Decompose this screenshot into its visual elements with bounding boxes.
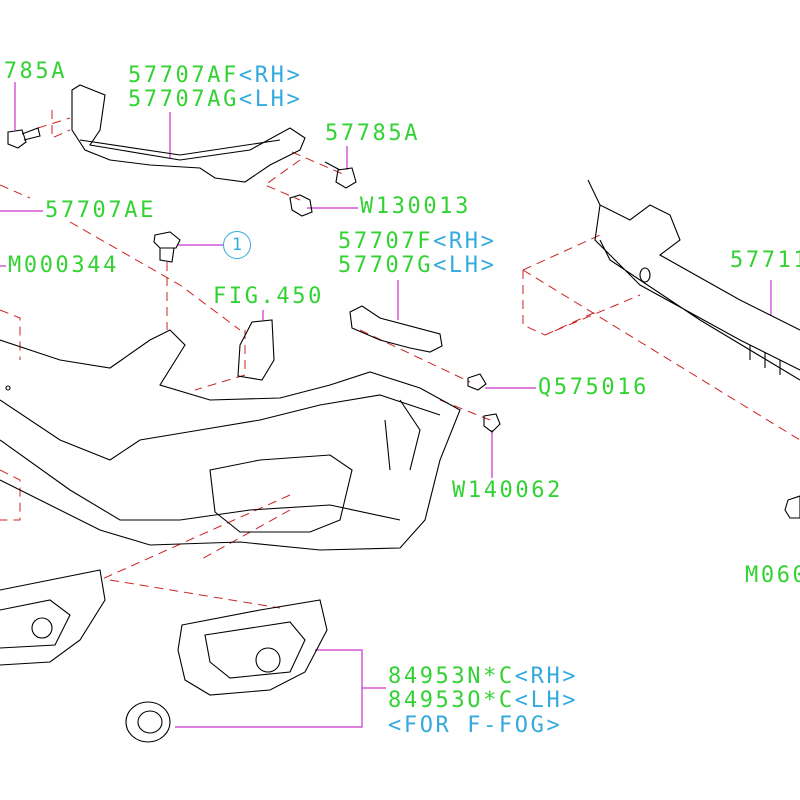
part-outlines bbox=[0, 84, 800, 743]
side-note: <LH> bbox=[238, 87, 303, 112]
leader-lines bbox=[0, 82, 772, 728]
label-bracket-upper-lh: 57707AG<LH> bbox=[128, 88, 302, 112]
side-note: <LH> bbox=[514, 688, 579, 713]
side-note: <RH> bbox=[514, 664, 579, 689]
part-number: 57707G bbox=[338, 253, 434, 278]
label-clip-m000344: M000344 bbox=[8, 253, 119, 278]
side-note: <RH> bbox=[238, 63, 303, 88]
label-clip-w130013: W130013 bbox=[360, 194, 471, 219]
phantom-lines bbox=[0, 110, 800, 609]
part-number: 84953O*C bbox=[388, 688, 515, 713]
side-note: <RH> bbox=[433, 229, 497, 254]
label-fog-note: <FOR F-FOG> bbox=[388, 713, 563, 738]
part-number: 84953N*C bbox=[388, 664, 515, 689]
part-number: 57707AG bbox=[128, 87, 239, 112]
label-clip-w140062: W140062 bbox=[452, 478, 563, 503]
label-bolt-57785a-right: 57785A bbox=[325, 121, 421, 146]
label-bracket-upper-rh: 57707AF<RH> bbox=[128, 64, 302, 88]
label-fig-450[interactable]: FIG.450 bbox=[213, 284, 324, 309]
label-fog-cover-lh: 84953O*C<LH> bbox=[388, 689, 578, 713]
label-bracket-57707ae: 57707AE bbox=[45, 198, 156, 223]
label-beam-57711: 57711 bbox=[730, 248, 800, 273]
callout-1: 1 bbox=[223, 231, 251, 259]
part-number: 57707AF bbox=[128, 63, 239, 88]
label-screw-q575016: Q575016 bbox=[538, 375, 649, 400]
label-bracket-side-lh: 57707G<LH> bbox=[338, 254, 496, 278]
label-fog-cover-rh: 84953N*C<RH> bbox=[388, 665, 578, 689]
label-bolt-57785a-top-left: 57785A bbox=[0, 59, 68, 84]
part-number: 57707F bbox=[338, 229, 434, 254]
label-bracket-side-rh: 57707F<RH> bbox=[338, 230, 496, 254]
side-note: <LH> bbox=[433, 253, 497, 278]
label-nut-m060: M060 bbox=[745, 563, 800, 588]
